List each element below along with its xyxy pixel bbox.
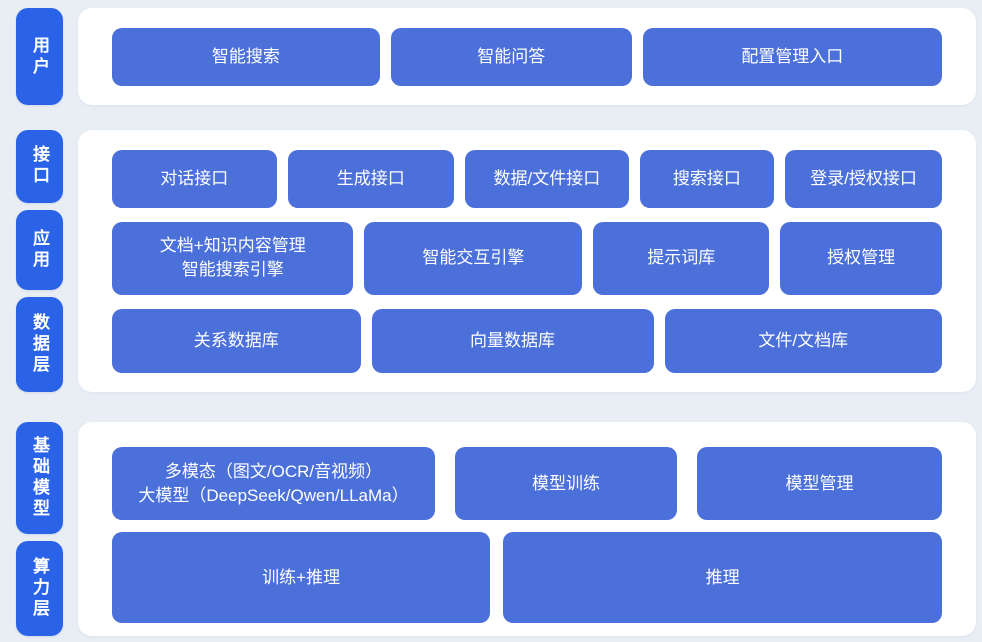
box-model-management: 模型管理: [697, 447, 942, 520]
box-relational-database: 关系数据库: [112, 308, 361, 373]
box-intelligent-interaction-engine: 智能交互引擎: [364, 221, 583, 295]
application-row: 文档+知识内容管理 智能搜索引擎 智能交互引擎 提示词库 授权管理: [112, 221, 942, 295]
box-model-training: 模型训练: [455, 447, 678, 520]
base-model-row: 多模态（图文/OCR/音视频） 大模型（DeepSeek/Qwen/LLaMa）…: [112, 447, 942, 520]
layer-pill-user: 用户: [16, 8, 63, 105]
box-vector-database: 向量数据库: [371, 308, 654, 373]
box-search-api: 搜索接口: [639, 149, 774, 208]
layer-pill-base-model: 基础模型: [16, 422, 63, 534]
middle-layers-card: 对话接口 生成接口 数据/文件接口 搜索接口 登录/授权接口 文档+知识内容管理…: [78, 130, 976, 392]
box-doc-knowledge-search-engine: 文档+知识内容管理 智能搜索引擎: [112, 221, 354, 295]
interface-row: 对话接口 生成接口 数据/文件接口 搜索接口 登录/授权接口: [112, 149, 942, 208]
box-login-auth-api: 登录/授权接口: [784, 149, 942, 208]
layer-pill-application: 应用: [16, 209, 63, 291]
section-user-layer: 用户 智能搜索 智能问答 配置管理入口: [16, 8, 976, 105]
layer-pill-compute-layer: 算力层: [16, 540, 63, 636]
layer-label-column: 用户: [16, 8, 63, 105]
data-layer-row: 关系数据库 向量数据库 文件/文档库: [112, 308, 943, 373]
layer-label-column: 接口 应用 数据层: [16, 130, 63, 392]
layer-pill-data-layer: 数据层: [16, 297, 63, 392]
box-prompt-library: 提示词库: [593, 221, 770, 295]
user-layer-card: 智能搜索 智能问答 配置管理入口: [78, 8, 976, 105]
box-config-management-entry: 配置管理入口: [642, 27, 942, 86]
section-interface-app-data: 接口 应用 数据层 对话接口 生成接口 数据/文件接口 搜索接口 登录/授权接口…: [16, 130, 976, 392]
box-multimodal-llm: 多模态（图文/OCR/音视频） 大模型（DeepSeek/Qwen/LLaMa）: [112, 447, 436, 520]
box-auth-management: 授权管理: [780, 221, 942, 295]
user-layer-row: 智能搜索 智能问答 配置管理入口: [112, 27, 942, 86]
box-intelligent-qa: 智能问答: [390, 27, 632, 86]
section-model-compute: 基础模型 算力层 多模态（图文/OCR/音视频） 大模型（DeepSeek/Qw…: [16, 422, 976, 636]
box-inference: 推理: [503, 532, 942, 623]
bottom-layers-card: 多模态（图文/OCR/音视频） 大模型（DeepSeek/Qwen/LLaMa）…: [78, 422, 976, 636]
layer-label-column: 基础模型 算力层: [16, 422, 63, 636]
box-dialog-api: 对话接口: [112, 149, 277, 208]
box-data-file-api: 数据/文件接口: [464, 149, 629, 208]
box-file-document-store: 文件/文档库: [664, 308, 943, 373]
box-generation-api: 生成接口: [287, 149, 454, 208]
layer-pill-interface: 接口: [16, 130, 63, 203]
compute-layer-row: 训练+推理 推理: [112, 532, 942, 623]
box-intelligent-search: 智能搜索: [112, 27, 380, 86]
box-training-plus-inference: 训练+推理: [112, 532, 491, 623]
